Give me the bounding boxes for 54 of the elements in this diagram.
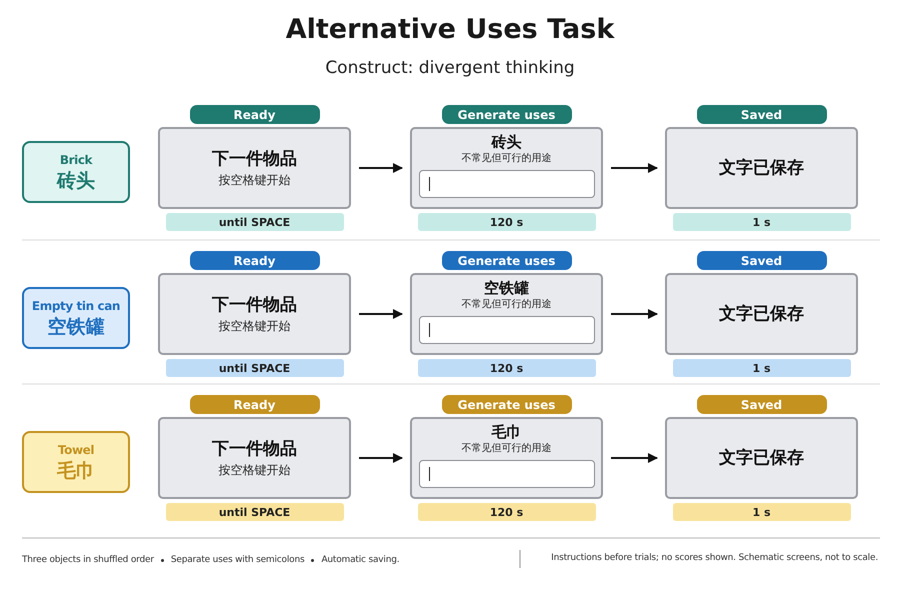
screen-heading: 砖头 — [492, 133, 522, 152]
object-name: Brick — [60, 152, 92, 169]
object-name-chinese: 空铁罐 — [48, 315, 104, 339]
subtitle: Construct: divergent thinking — [324, 58, 576, 78]
object-card — [22, 287, 130, 349]
screen-instruction: 按空格键开始 — [218, 172, 290, 189]
duration-bar: until SPACE — [166, 213, 344, 231]
arrow — [611, 163, 658, 173]
screen-heading: 下一件物品 — [212, 438, 297, 461]
screen-heading: 下一件物品 — [212, 294, 297, 317]
step-pill: Saved — [696, 105, 826, 124]
screen-heading: 空铁罐 — [484, 279, 529, 298]
footer-note: Automatic saving. — [321, 555, 400, 565]
object-name-chinese: 砖头 — [57, 169, 95, 193]
step-pill: Generate uses — [442, 105, 572, 124]
arrow — [359, 453, 403, 463]
step-pill: Ready — [190, 105, 320, 124]
screen-heading: 文字已保存 — [719, 157, 804, 180]
step-pill: Saved — [696, 395, 826, 414]
duration-bar: 1 s — [672, 213, 850, 231]
step-pill: Generate uses — [442, 395, 572, 414]
title: Alternative Uses Task — [284, 14, 616, 45]
duration-bar: until SPACE — [166, 359, 344, 377]
step-pill: Saved — [696, 251, 826, 270]
duration-bar: 120 s — [418, 359, 596, 377]
footer-note: Separate uses with semicolons — [170, 555, 304, 565]
duration-bar: until SPACE — [166, 503, 344, 521]
step-pill: Ready — [190, 395, 320, 414]
screen-instruction: 按空格键开始 — [218, 462, 290, 479]
duration-bar: 1 s — [672, 503, 850, 521]
arrow — [611, 309, 658, 319]
screen-heading: 文字已保存 — [719, 303, 804, 326]
footer-note: Instructions before trials; no scores shown. Schematic screens, not to scale. — [551, 553, 878, 563]
footer-note: Three objects in shuffled order — [22, 555, 154, 565]
duration-bar: 120 s — [418, 213, 596, 231]
arrow — [359, 163, 403, 173]
screen-instruction: 不常见但可行的用途 — [462, 152, 552, 166]
screen-instruction: 不常见但可行的用途 — [462, 298, 552, 312]
object-card — [22, 141, 130, 203]
object-name: Towel — [58, 442, 94, 459]
screen-heading: 下一件物品 — [212, 148, 297, 171]
object-name: Empty tin can — [32, 298, 120, 315]
step-pill: Generate uses — [442, 251, 572, 270]
screen-instruction: 按空格键开始 — [218, 318, 290, 335]
duration-bar: 1 s — [672, 359, 850, 377]
arrow — [359, 309, 403, 319]
screen-instruction: 不常见但可行的用途 — [462, 442, 552, 456]
duration-bar: 120 s — [418, 503, 596, 521]
object-name-chinese: 毛巾 — [57, 459, 95, 483]
screen-heading: 毛巾 — [492, 423, 522, 442]
step-pill: Ready — [190, 251, 320, 270]
object-card — [22, 431, 130, 493]
arrow — [611, 453, 658, 463]
screen-heading: 文字已保存 — [719, 447, 804, 470]
